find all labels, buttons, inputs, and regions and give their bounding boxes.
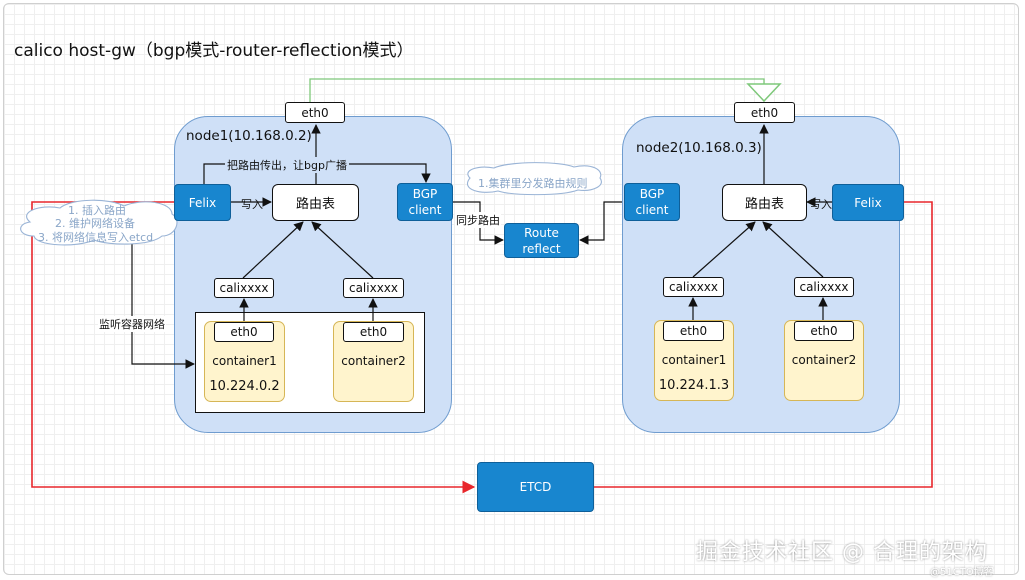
write-label-left: 写入 xyxy=(241,198,263,211)
node1-container2-eth0: eth0 xyxy=(343,322,404,342)
node2-cali-right: calixxxx xyxy=(794,277,854,297)
sync-route-label: 同步路由 xyxy=(455,212,501,228)
node1-felix: Felix xyxy=(174,184,231,221)
felix2-to-etcd-line xyxy=(594,201,933,488)
felix-task-2: 2. 维护网络设备 xyxy=(55,217,135,230)
felix-task-3: 3. 将网络信息写入etcd xyxy=(38,231,154,244)
node1-title: node1(10.168.0.2) xyxy=(186,128,312,144)
node1-container1-name: container1 xyxy=(212,354,277,368)
distribute-cloud xyxy=(467,162,602,196)
node1-cali-right: calixxxx xyxy=(343,278,404,298)
node1-eth0: eth0 xyxy=(285,102,345,123)
node1-container1-eth0: eth0 xyxy=(214,322,274,342)
node1-bgp-client: BGP client xyxy=(397,183,453,221)
node2-route-table: 路由表 xyxy=(722,184,807,221)
broadcast-label: 把路由传出，让bgp广播 xyxy=(225,157,349,173)
node2-cali-left: calixxxx xyxy=(663,277,724,297)
node1-container2-name: container2 xyxy=(341,354,406,368)
diagram-title: calico host-gw（bgp模式-router-reflection模式… xyxy=(14,41,414,61)
route-reflect: Route reflect xyxy=(504,223,579,258)
node1-route-table: 路由表 xyxy=(272,184,359,221)
node2-bgp-client: BGP client xyxy=(624,183,680,221)
node2-container1-name: container1 xyxy=(661,353,727,367)
green-arrow-line xyxy=(309,78,765,102)
watch-network-label: 监听容器网络 xyxy=(98,316,166,332)
node2-eth0: eth0 xyxy=(734,102,795,123)
watermark-sub: @51CTO博客 xyxy=(930,567,994,578)
node2-container2-eth0: eth0 xyxy=(794,321,854,341)
green-arrow-head xyxy=(746,83,782,103)
node2-container2-name: container2 xyxy=(791,353,857,367)
distribute-note: 1.集群里分发路由规则 xyxy=(478,177,588,190)
node2-felix: Felix xyxy=(832,184,904,221)
watermark: 掘金技术社区 @ 合理的架构 xyxy=(696,540,988,565)
node2-container1-eth0: eth0 xyxy=(663,321,724,341)
write-label-right: 写入 xyxy=(810,198,832,211)
node1-cali-left: calixxxx xyxy=(214,278,274,298)
etcd: ETCD xyxy=(477,462,594,512)
node2-container1-ip: 10.224.1.3 xyxy=(658,378,730,393)
felix-tasks-cloud xyxy=(20,199,178,246)
node2-title: node2(10.168.0.3) xyxy=(636,140,762,156)
node1-container1-ip: 10.224.0.2 xyxy=(209,379,280,394)
felix-task-1: 1. 插入路由 xyxy=(68,204,126,217)
